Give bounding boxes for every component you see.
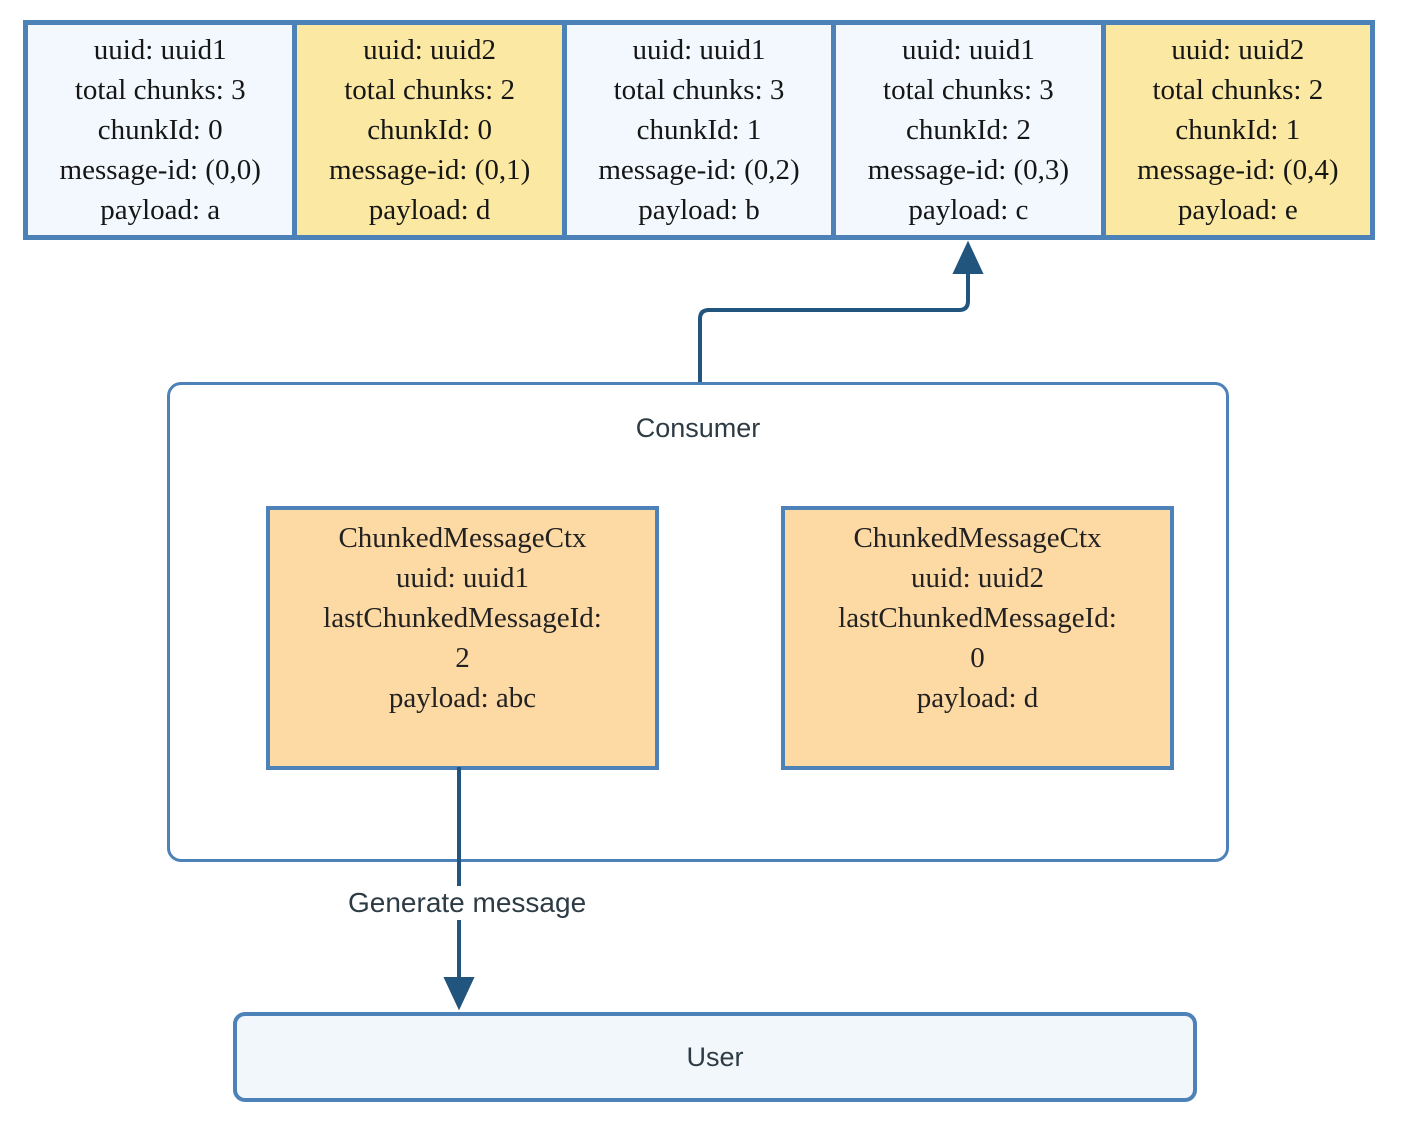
ctx-last-chunk-value: 2 xyxy=(455,642,470,674)
ctx-text: ChunkedMessageCtx uuid: uuid1 lastChunke… xyxy=(270,518,655,718)
chunk-message-id: message-id: (0,4) xyxy=(1137,154,1339,186)
chunk-message-id: message-id: (0,0) xyxy=(59,154,261,186)
chunk-payload: payload: c xyxy=(908,194,1029,226)
chunk-uuid: uuid: uuid2 xyxy=(363,34,497,66)
chunked-message-ctx-2: ChunkedMessageCtx uuid: uuid2 lastChunke… xyxy=(781,506,1174,770)
chunk-id: chunkId: 2 xyxy=(906,114,1031,146)
chunk-total: total chunks: 3 xyxy=(883,74,1054,106)
chunk-total: total chunks: 2 xyxy=(344,74,515,106)
chunk-uuid: uuid: uuid1 xyxy=(901,34,1035,66)
chunk-total: total chunks: 3 xyxy=(613,74,785,106)
ctx-last-chunk-value: 0 xyxy=(970,642,985,674)
ctx-uuid: uuid: uuid2 xyxy=(911,562,1044,594)
ctx-text: ChunkedMessageCtx uuid: uuid2 lastChunke… xyxy=(785,518,1170,718)
ctx-payload: payload: d xyxy=(916,682,1039,714)
chunk-message-id: message-id: (0,3) xyxy=(867,154,1070,186)
chunk-id: chunkId: 1 xyxy=(1175,114,1301,146)
generate-message-label: Generate message xyxy=(344,886,591,920)
chunk-total: total chunks: 2 xyxy=(1152,74,1324,106)
ctx-payload: payload: abc xyxy=(388,682,537,714)
ctx-last-chunk-key: lastChunkedMessageId: xyxy=(323,602,602,634)
ctx-title: ChunkedMessageCtx xyxy=(853,522,1102,554)
chunk-row: uuid: uuid1 total chunks: 3 chunkId: 0 m… xyxy=(23,20,1376,240)
user-box: User xyxy=(233,1012,1197,1102)
chunked-message-ctx-1: ChunkedMessageCtx uuid: uuid1 lastChunke… xyxy=(266,506,659,770)
chunk-box-2: uuid: uuid2 total chunks: 2 chunkId: 0 m… xyxy=(292,20,567,240)
consumer-label: Consumer xyxy=(635,413,761,443)
chunk-message-id: message-id: (0,2) xyxy=(598,154,800,186)
chunk-box-text: uuid: uuid1 total chunks: 3 chunkId: 1 m… xyxy=(598,30,799,230)
chunk-uuid: uuid: uuid2 xyxy=(1171,34,1305,66)
chunk-id: chunkId: 1 xyxy=(636,114,762,146)
chunk-total: total chunks: 3 xyxy=(74,74,246,106)
chunk-payload: payload: d xyxy=(368,194,491,226)
chunk-id: chunkId: 0 xyxy=(97,114,223,146)
arrow-consumer-to-chunk xyxy=(698,240,984,382)
chunk-message-id: message-id: (0,1) xyxy=(328,154,531,186)
consumer-container: Consumer ChunkedMessageCtx uuid: uuid1 l… xyxy=(167,382,1229,862)
chunk-payload: payload: b xyxy=(638,194,760,226)
ctx-title: ChunkedMessageCtx xyxy=(338,522,587,554)
user-label: User xyxy=(686,1041,744,1072)
chunk-uuid: uuid: uuid1 xyxy=(632,34,766,66)
chunk-payload: payload: e xyxy=(1177,194,1298,226)
chunk-payload: payload: a xyxy=(100,194,221,226)
chunk-box-text: uuid: uuid2 total chunks: 2 chunkId: 0 m… xyxy=(329,30,530,230)
chunk-box-text: uuid: uuid1 total chunks: 3 chunkId: 2 m… xyxy=(868,30,1069,230)
ctx-uuid: uuid: uuid1 xyxy=(396,562,529,594)
chunk-box-5: uuid: uuid2 total chunks: 2 chunkId: 1 m… xyxy=(1100,20,1376,240)
chunk-box-4: uuid: uuid1 total chunks: 3 chunkId: 2 m… xyxy=(831,20,1106,240)
chunk-box-3: uuid: uuid1 total chunks: 3 chunkId: 1 m… xyxy=(561,20,837,240)
ctx-last-chunk-key: lastChunkedMessageId: xyxy=(838,602,1117,634)
chunk-id: chunkId: 0 xyxy=(367,114,493,146)
chunk-box-text: uuid: uuid2 total chunks: 2 chunkId: 1 m… xyxy=(1137,30,1338,230)
chunk-box-1: uuid: uuid1 total chunks: 3 chunkId: 0 m… xyxy=(23,20,298,240)
chunk-box-text: uuid: uuid1 total chunks: 3 chunkId: 0 m… xyxy=(60,30,261,230)
chunk-uuid: uuid: uuid1 xyxy=(93,34,227,66)
